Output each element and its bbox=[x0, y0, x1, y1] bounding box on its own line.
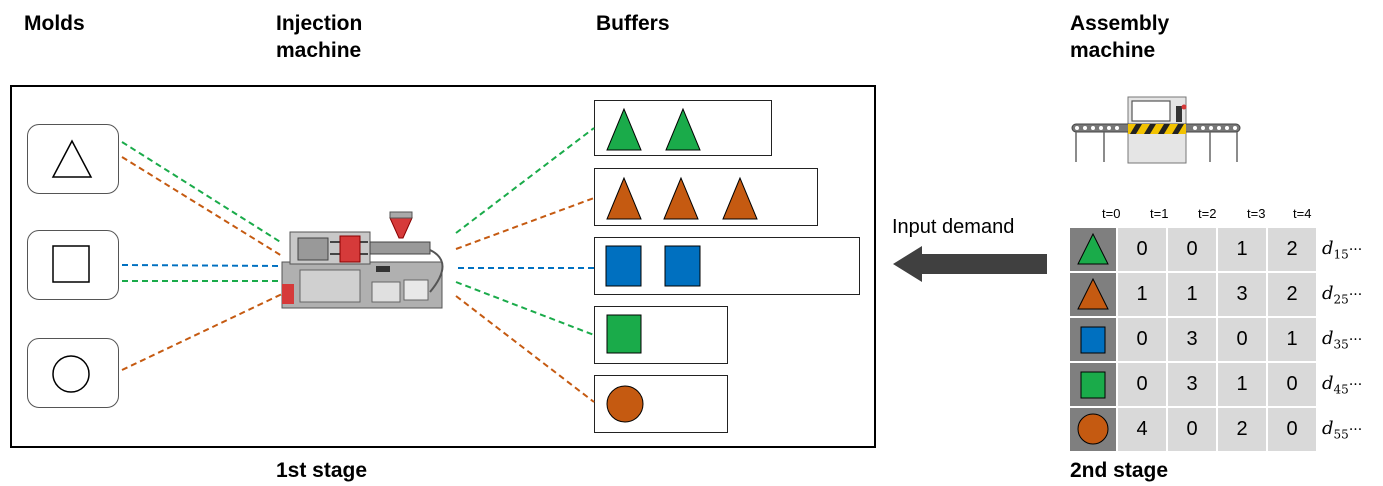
mold-triangle-icon bbox=[51, 139, 93, 178]
demand-cell: 0 bbox=[1268, 408, 1316, 451]
mold-circle-icon bbox=[52, 355, 90, 393]
line-mold-circle-orange bbox=[121, 293, 283, 371]
buffer-item-green-square bbox=[606, 314, 642, 354]
assembly-header: Assembly machine bbox=[1070, 10, 1169, 64]
demand-cell: 0 bbox=[1118, 363, 1166, 406]
line-buffer-green-triangle bbox=[455, 127, 595, 234]
demand-cell: 0 bbox=[1118, 318, 1166, 361]
demand-row-label: d45··· bbox=[1322, 373, 1362, 397]
demand-label-symbol: d bbox=[1322, 238, 1334, 259]
injection-header: Injection machine bbox=[276, 10, 362, 64]
demand-cell: 2 bbox=[1268, 228, 1316, 271]
demand-cell: 2 bbox=[1268, 273, 1316, 316]
demand-label-ellipsis: ··· bbox=[1348, 287, 1363, 303]
buffer-item-orange-triangle bbox=[606, 176, 642, 220]
assembly-header-line2: machine bbox=[1070, 39, 1156, 62]
injection-header-line2: machine bbox=[276, 39, 362, 62]
first-stage-label: 1st stage bbox=[276, 459, 368, 482]
demand-row-label: d35··· bbox=[1322, 328, 1362, 352]
line-buffer-orange-triangle bbox=[455, 197, 595, 250]
demand-label-symbol: d bbox=[1322, 373, 1334, 394]
demand-cell: 1 bbox=[1268, 318, 1316, 361]
time-header: t=0 bbox=[1102, 206, 1121, 221]
second-stage-label: 2nd stage bbox=[1070, 459, 1169, 482]
demand-cell: 1 bbox=[1218, 363, 1266, 406]
demand-row-icon-cell bbox=[1070, 273, 1116, 316]
demand-cell: 0 bbox=[1118, 228, 1166, 271]
demand-cell: 2 bbox=[1218, 408, 1266, 451]
time-header: t=4 bbox=[1293, 206, 1312, 221]
injection-machine-icon bbox=[281, 211, 444, 309]
demand-label-subscript: 15 bbox=[1333, 247, 1349, 262]
demand-row-icon-cell bbox=[1070, 228, 1116, 271]
input-demand-label: Input demand bbox=[892, 216, 1015, 238]
demand-label-subscript: 35 bbox=[1333, 337, 1349, 352]
demand-cell: 0 bbox=[1268, 363, 1316, 406]
triangle-icon bbox=[1077, 277, 1109, 310]
time-header: t=2 bbox=[1198, 206, 1217, 221]
demand-row-icon-cell bbox=[1070, 318, 1116, 361]
demand-cell: 3 bbox=[1218, 273, 1266, 316]
molds-header: Molds bbox=[24, 12, 85, 35]
demand-cell: 1 bbox=[1168, 273, 1216, 316]
demand-cell: 4 bbox=[1118, 408, 1166, 451]
first-stage-box bbox=[10, 85, 876, 448]
demand-label-ellipsis: ··· bbox=[1348, 242, 1363, 258]
injection-header-line1: Injection bbox=[276, 12, 363, 35]
mold-square-icon bbox=[52, 245, 90, 283]
demand-label-subscript: 55 bbox=[1333, 427, 1349, 442]
demand-cell: 0 bbox=[1218, 318, 1266, 361]
buffer-item-green-triangle bbox=[606, 107, 642, 151]
demand-label-symbol: d bbox=[1322, 328, 1334, 349]
buffer-item-blue-square bbox=[664, 245, 701, 287]
demand-cell: 1 bbox=[1118, 273, 1166, 316]
line-buffer-green-square bbox=[455, 281, 595, 336]
demand-cell: 3 bbox=[1168, 363, 1216, 406]
line-mold-triangle-orange bbox=[121, 156, 283, 257]
square-icon bbox=[1080, 326, 1106, 354]
line-mold-square-blue bbox=[121, 264, 283, 267]
demand-cell: 0 bbox=[1168, 408, 1216, 451]
demand-label-symbol: d bbox=[1322, 283, 1334, 304]
buffers-header: Buffers bbox=[596, 12, 670, 35]
demand-label-ellipsis: ··· bbox=[1348, 332, 1363, 348]
demand-cell: 1 bbox=[1218, 228, 1266, 271]
time-header: t=3 bbox=[1247, 206, 1266, 221]
assembly-header-line1: Assembly bbox=[1070, 12, 1170, 35]
buffer-item-green-triangle bbox=[665, 107, 701, 151]
buffer-item-orange-triangle bbox=[663, 176, 699, 220]
demand-label-symbol: d bbox=[1322, 418, 1334, 439]
time-header: t=1 bbox=[1150, 206, 1169, 221]
demand-row-label: d15··· bbox=[1322, 238, 1362, 262]
buffer-item-orange-triangle bbox=[722, 176, 758, 220]
demand-label-subscript: 45 bbox=[1333, 382, 1349, 397]
assembly-machine-icon bbox=[1071, 96, 1241, 164]
demand-row-icon-cell bbox=[1070, 408, 1116, 451]
demand-cell: 0 bbox=[1168, 228, 1216, 271]
square-icon bbox=[1080, 371, 1106, 399]
buffer-item-blue-square bbox=[605, 245, 642, 287]
buffer-item-orange-circle bbox=[606, 385, 644, 423]
line-mold-triangle-green bbox=[121, 141, 283, 244]
demand-row-label: d25··· bbox=[1322, 283, 1362, 307]
demand-row-label: d55··· bbox=[1322, 418, 1362, 442]
demand-label-ellipsis: ··· bbox=[1348, 377, 1363, 393]
demand-row-icon-cell bbox=[1070, 363, 1116, 406]
demand-cell: 3 bbox=[1168, 318, 1216, 361]
demand-label-ellipsis: ··· bbox=[1348, 422, 1363, 438]
circle-icon bbox=[1077, 413, 1109, 445]
demand-label-subscript: 25 bbox=[1333, 292, 1349, 307]
line-buffer-orange-circle bbox=[455, 295, 595, 403]
input-demand-arrow-icon bbox=[893, 246, 1047, 282]
triangle-icon bbox=[1077, 232, 1109, 265]
